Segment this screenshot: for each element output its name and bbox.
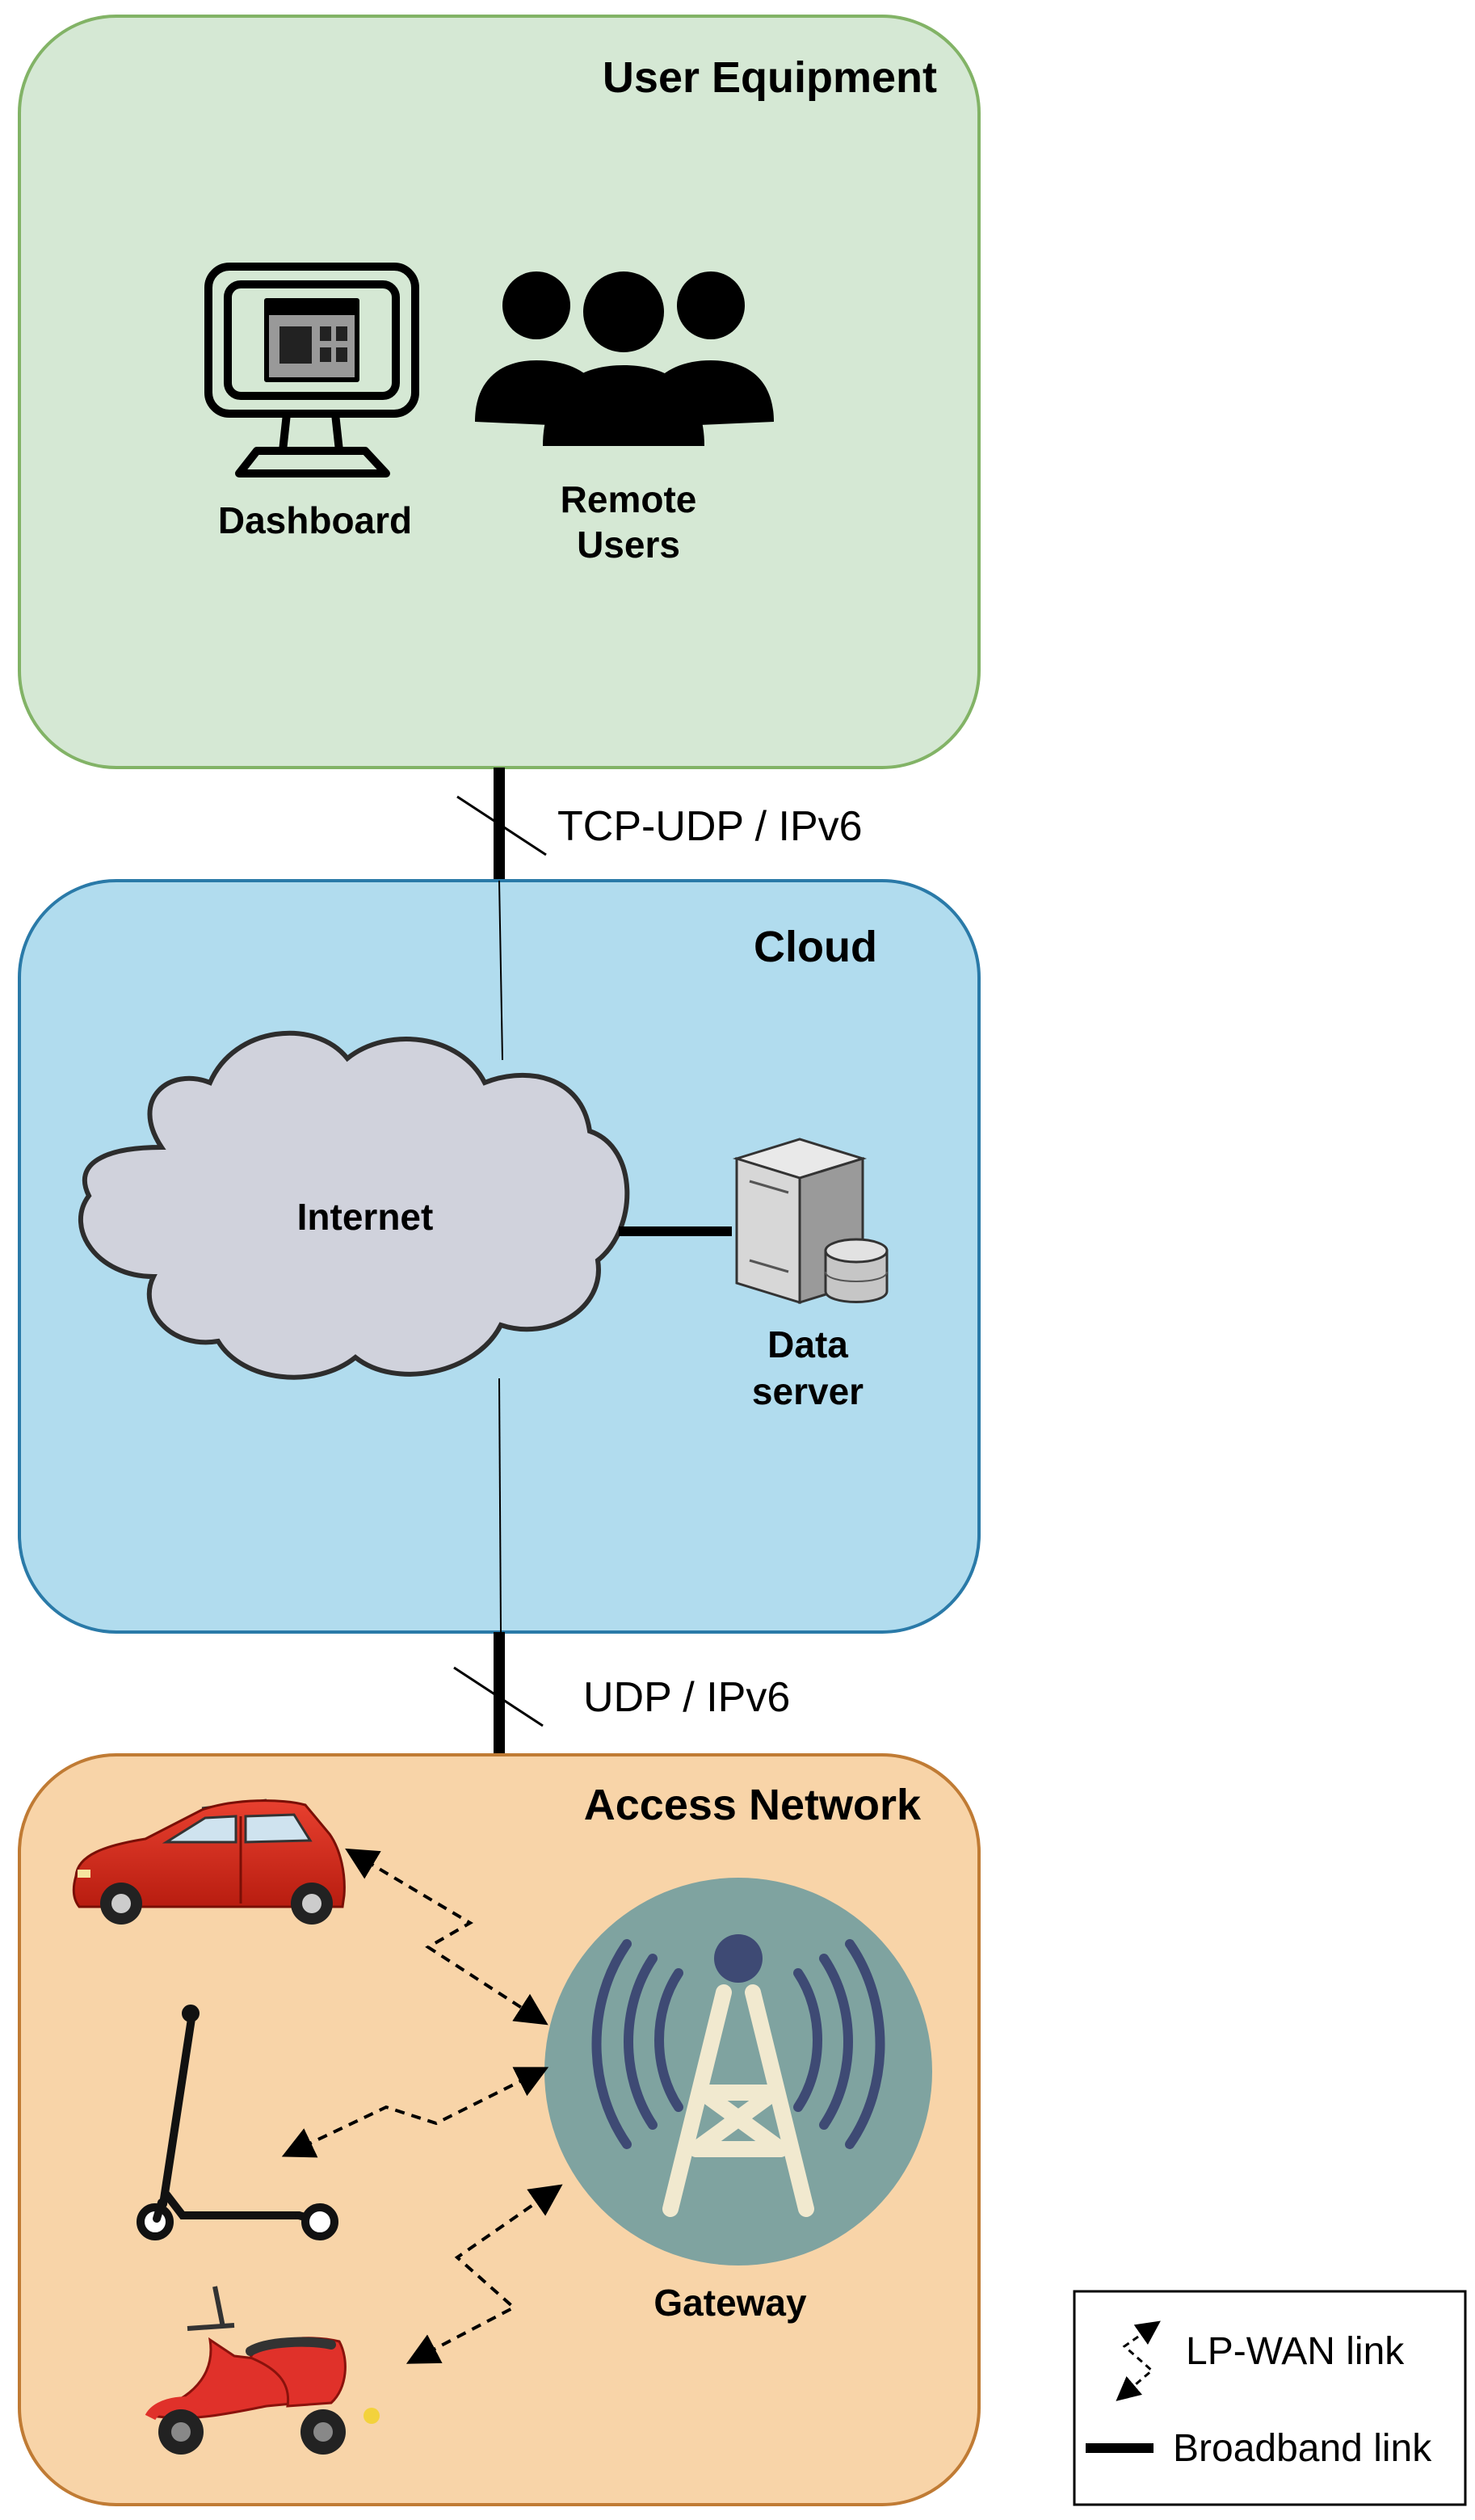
kick-scooter-icon [137, 2005, 338, 2240]
internet-downlink-line [498, 1378, 502, 1633]
access-network-zone: Access Network Gateway [18, 1753, 981, 2506]
lpwan-legend-icon [1116, 2320, 1161, 2401]
upper-link-protocol-label: TCP-UDP / IPv6 [557, 803, 863, 850]
lpwan-link-car [345, 1848, 548, 2026]
car-icon [72, 1798, 346, 1925]
legend-box [1073, 2290, 1467, 2506]
antenna-tower-icon [544, 1878, 932, 2265]
lower-link-protocol-label: UDP / IPv6 [583, 1674, 790, 1721]
remote-users-label-line2: Users [577, 524, 680, 566]
server-icon [732, 1138, 889, 1305]
dashboard-label: Dashboard [218, 499, 412, 541]
access-network-title: Access Network [584, 1781, 922, 1829]
data-server-label-line2: server [752, 1370, 864, 1412]
legend-lpwan-label: LP-WAN link [1186, 2330, 1405, 2373]
cloud-title: Cloud [754, 923, 877, 971]
cloud-zone: Cloud Internet Data server [18, 879, 981, 1634]
broadband-link-lower [453, 1632, 544, 1755]
user-equipment-title: User Equipment [603, 53, 937, 102]
cloud-icon [78, 1030, 630, 1380]
legend: LP-WAN link Broadband link [1073, 2290, 1467, 2506]
moped-icon [145, 2286, 380, 2455]
remote-users-label-line1: Remote [561, 478, 697, 520]
lpwan-links [281, 1848, 563, 2364]
gateway-label: Gateway [653, 2282, 807, 2324]
legend-broadband-label: Broadband link [1173, 2427, 1432, 2470]
data-server-label-line1: Data [767, 1323, 848, 1365]
broadband-link-upper [456, 768, 547, 881]
user-equipment-zone: User Equipment Dashboard Remote Users [18, 15, 981, 769]
internet-uplink-line [498, 880, 503, 1061]
internet-label: Internet [297, 1196, 434, 1238]
users-icon [475, 271, 774, 446]
monitor-icon [204, 263, 419, 477]
lpwan-link-moped [406, 2184, 563, 2364]
lpwan-link-kick-scooter [281, 2067, 549, 2158]
